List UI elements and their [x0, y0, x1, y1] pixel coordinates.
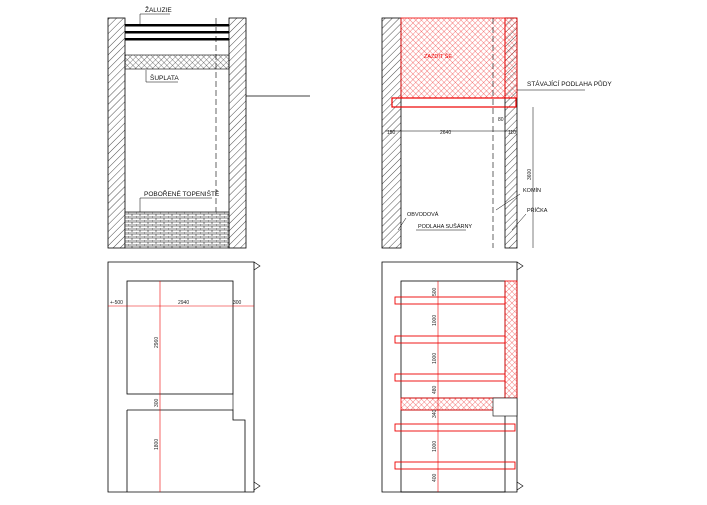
zaluzie-slat [125, 31, 229, 34]
dim-110: 110 [508, 130, 516, 136]
plan-right: 500 1000 1000 480 340 1000 400 [381, 261, 524, 493]
dim-300a: 300 [233, 300, 242, 306]
room-lower [126, 409, 246, 492]
dim-2960: 2960 [154, 337, 160, 348]
new-beam [391, 97, 517, 108]
label-podlaha-susarny: PODLAHA SUŠÁRNY [418, 223, 472, 230]
label-pricka: PŘÍČKA [527, 206, 548, 214]
label-podlaha-pudy: STÁVAJÍCÍ PODLAHA PŮDY [527, 79, 612, 88]
dim-150: 150 [387, 130, 396, 136]
label-zaluzie: ŽALUZIE [145, 5, 172, 14]
dim-r340: 340 [432, 409, 438, 418]
topeniste-block [124, 211, 230, 249]
plan-left: +-500 2940 300 2960 300 1800 [107, 261, 261, 493]
label-suplata: ŠUPLATA [150, 73, 179, 82]
dim-r1000b: 1000 [432, 353, 438, 364]
dim-80: 80 [498, 117, 504, 123]
zazdit-strip [400, 397, 506, 411]
section-right: ZAZDÍT ŠE STÁVAJÍCÍ PODLAHA PŮDY 150 264… [381, 17, 612, 249]
dim-3600: 3600 [527, 169, 533, 180]
left-wall [381, 17, 402, 249]
chimney-zone [504, 280, 518, 399]
dim-r500: 500 [432, 287, 438, 296]
label-topeniste: POBOŘENÉ TOPENIŠTĚ [144, 189, 220, 198]
label-komin: KOMÍN [523, 187, 541, 194]
zaluzie-slat [125, 38, 229, 41]
zazdit-zone [400, 17, 506, 99]
beam [394, 461, 516, 470]
dim-500: +-500 [110, 300, 123, 306]
left-wall [107, 17, 126, 249]
label-obvodova: OBVODOVÁ [407, 211, 439, 218]
label-zazdit: ZAZDÍT ŠE [424, 53, 452, 60]
dim-r1000a: 1000 [432, 315, 438, 326]
dim-r400: 400 [432, 473, 438, 482]
right-wall [228, 17, 247, 249]
dim-r480: 480 [432, 385, 438, 394]
dim-300b: 300 [154, 398, 160, 407]
beam [394, 335, 506, 344]
room-upper [126, 280, 234, 395]
room-lower [400, 409, 506, 493]
beam [394, 423, 516, 432]
dim-r1000c: 1000 [432, 441, 438, 452]
dim-2940: 2940 [178, 300, 189, 306]
dim-1800: 1800 [154, 439, 160, 450]
room-upper [400, 280, 506, 399]
plan-outline [107, 261, 255, 493]
beam [394, 296, 506, 305]
section-left: ŽALUZIE ŠUPLATA POBOŘENÉ TOPENIŠTĚ [107, 5, 310, 249]
beam [394, 373, 506, 382]
zazdit-zone-wall [504, 17, 518, 99]
plan-outline [381, 261, 518, 493]
suplata-block [124, 54, 230, 70]
zaluzie-slat [125, 24, 229, 27]
dim-2640: 2640 [440, 130, 451, 136]
